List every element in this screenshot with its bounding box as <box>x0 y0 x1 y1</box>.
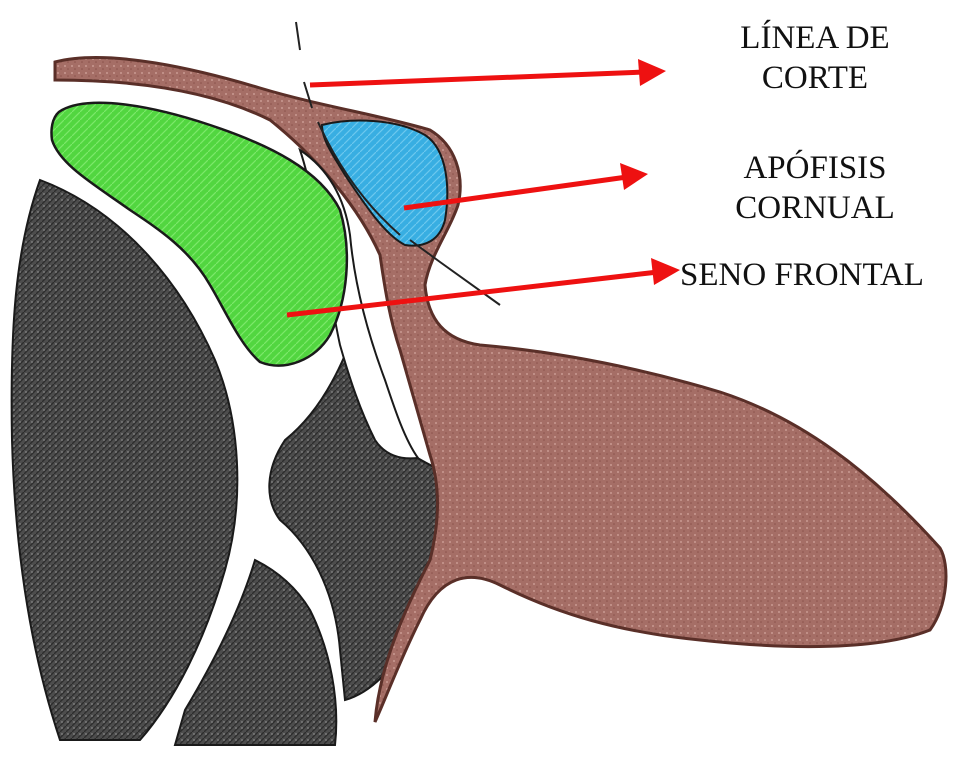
label-apofisis-cornual-line1: APÓFISIS <box>690 148 940 188</box>
label-seno-frontal: SENO FRONTAL <box>680 255 979 295</box>
label-apofisis-cornual: APÓFISIS CORNUAL <box>690 148 940 228</box>
label-linea-de-corte-line1: LÍNEA DE <box>690 18 940 58</box>
arrow-linea-de-corte <box>310 59 666 86</box>
label-apofisis-cornual-line2: CORNUAL <box>690 188 940 228</box>
label-seno-frontal-text: SENO FRONTAL <box>680 255 979 295</box>
label-linea-de-corte: LÍNEA DE CORTE <box>690 18 940 98</box>
label-linea-de-corte-line2: CORTE <box>690 58 940 98</box>
